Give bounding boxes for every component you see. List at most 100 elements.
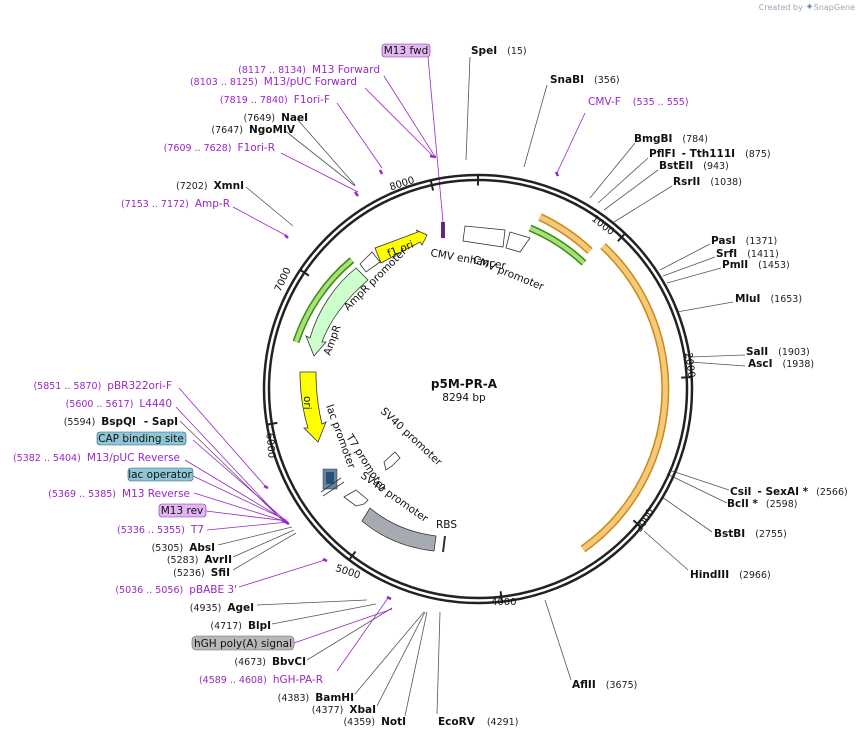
- plasmid-size: 8294 bp: [442, 392, 486, 404]
- enzyme-label: (4383)BamHI: [278, 692, 354, 704]
- enzyme-label: (5236)SfiI: [173, 567, 230, 579]
- primer-marks: [263, 154, 560, 601]
- position-tick: [300, 269, 310, 277]
- plasmid-backbone-outer: [262, 173, 694, 605]
- primer-label: (7819 .. 7840)F1ori-F: [220, 94, 330, 106]
- tick-label-7000: 7000: [273, 266, 294, 294]
- m13-rev-box: [158, 503, 207, 518]
- primer-label: (7153 .. 7172)Amp-R: [121, 198, 230, 210]
- orange-orf-arrow-fill: [581, 244, 668, 552]
- primer-label: (5336 .. 5355)T7: [117, 524, 204, 536]
- m13-rev-label: M13 rev: [161, 505, 204, 517]
- primer-label: (5369 .. 5385)M13 Reverse: [48, 488, 190, 500]
- lac-operator-label: lac operator: [128, 469, 192, 481]
- hgh-polya-box: [191, 635, 295, 651]
- tick-label-1000: 1000: [589, 213, 616, 237]
- enzyme-label: (4673)BbvCI: [234, 656, 306, 668]
- f1-ori-feature: [374, 229, 428, 264]
- position-tick: [632, 519, 642, 528]
- spei-feature-mark: [441, 222, 445, 238]
- enzyme-label: PmlI(1453): [722, 259, 790, 271]
- enzyme-label: PasI(1371): [711, 235, 777, 247]
- orange-orf-small-fill: [538, 214, 592, 253]
- ori-label: ori: [301, 396, 313, 410]
- cmv-promoter-feature: [505, 231, 531, 253]
- primer-label: (5382 .. 5404)M13/pUC Reverse: [13, 452, 180, 464]
- primer-label: (7609 .. 7628)F1ori-R: [164, 142, 275, 154]
- cmv-enhancer-feature: [462, 225, 506, 248]
- m13-fwd-label: M13 fwd: [384, 45, 429, 57]
- ampr-feature: [305, 267, 369, 357]
- sv40-promoter-feature: [343, 489, 369, 507]
- enzyme-label: PflFI- Tth111I(875): [649, 148, 771, 160]
- enzyme-label: MluI(1653): [735, 293, 802, 305]
- position-tick: [348, 550, 357, 561]
- enzyme-label: AflII(3675): [572, 679, 637, 691]
- position-tick: [681, 376, 692, 379]
- position-tick: [267, 421, 278, 426]
- enzyme-label: (4717)BlpI: [210, 620, 271, 632]
- grey-feature: [361, 507, 437, 552]
- primer-label: (5036 .. 5056)pBABE 3': [115, 584, 237, 596]
- tick-label-3000: 3000: [634, 507, 657, 534]
- primer-label: CMV-F(535 .. 555): [588, 96, 689, 108]
- tick-label-4000: 4000: [491, 597, 516, 608]
- primer-label: (8117 .. 8134)M13 Forward: [238, 64, 380, 76]
- rbs-mark: [442, 535, 446, 553]
- enzyme-label: AscI(1938): [748, 358, 814, 370]
- primer-label: (4589 .. 4608)hGH-PA-R: [199, 674, 323, 686]
- green-orf-arrow-fill: [529, 226, 586, 265]
- primer-leader-lines: [175, 56, 586, 672]
- enzyme-label: SnaBI(356): [550, 74, 620, 86]
- cmv-promoter-label: CMV promoter: [471, 254, 546, 294]
- position-tick: [617, 233, 626, 242]
- enzyme-label: (4377)XbaI: [312, 704, 376, 716]
- enzyme-label: BclI *(2598): [727, 498, 797, 510]
- label-leader-lines: [179, 56, 746, 717]
- green-orf-left-fill: [294, 258, 354, 343]
- position-tick: [499, 591, 503, 602]
- position-ticks: [267, 175, 692, 602]
- lac-operator-mark: [326, 472, 334, 484]
- tick-label-6000: 6000: [263, 432, 276, 458]
- credit-brand: SnapGene: [813, 3, 855, 12]
- cap-binding-site-box: [96, 431, 187, 446]
- m13-fwd-box: [381, 43, 431, 58]
- enzyme-label: SalI(1903): [746, 346, 810, 358]
- enzyme-label: (5283)AvrII: [167, 554, 232, 566]
- enzyme-label: (7649)NaeI: [244, 112, 309, 124]
- enzyme-label: BstEII(943): [659, 160, 729, 172]
- primer-labels: CMV-F(535 .. 555) (7819 .. 7840)F1ori-F …: [13, 64, 689, 686]
- ori-feature: [299, 371, 327, 443]
- tick-label-2000: 2000: [682, 352, 696, 379]
- enzyme-labels: SpeI(15) SnaBI(356) BmgBI(784) PflFI- Tt…: [64, 45, 848, 728]
- enzyme-label: (5594)BspQI- SapI: [64, 416, 178, 428]
- enzyme-label: (4935)AgeI: [190, 602, 254, 614]
- snapgene-logo-icon: ✦: [805, 2, 814, 13]
- lac-operator-box: [127, 467, 194, 482]
- primer-label: (5600 .. 5617)L4440: [66, 398, 172, 410]
- snapgene-credit: Created by ✦SnapGene: [759, 2, 855, 13]
- enzyme-label: SpeI(15): [471, 45, 527, 57]
- enzyme-label: (4359)NotI: [343, 716, 406, 728]
- enzyme-label: HindIII(2966): [690, 569, 771, 581]
- boxed-labels: M13 fwd CAP binding site lac operator M1…: [96, 43, 431, 651]
- position-tick: [429, 180, 435, 191]
- cap-binding-site-label: CAP binding site: [98, 433, 184, 445]
- hgh-polya-label: hGH poly(A) signal: [194, 638, 292, 650]
- enzyme-label: BstBI(2755): [714, 528, 787, 540]
- lac-t7-arrows: [320, 477, 345, 497]
- ampr-promoter-feature: [359, 251, 381, 273]
- enzyme-label: BmgBI(784): [634, 133, 708, 145]
- enzyme-label: RsrII(1038): [673, 176, 742, 188]
- primer-label: (8103 .. 8125)M13/pUC Forward: [190, 76, 357, 88]
- primer-label: (5851 .. 5870)pBR322ori-F: [33, 380, 172, 392]
- enzyme-label: CsiI- SexAI *(2566): [730, 486, 848, 498]
- enzyme-label: EcoRV(4291): [438, 716, 518, 728]
- credit-prefix: Created by: [758, 3, 803, 12]
- enzyme-label: (7647)NgoMIV: [211, 124, 295, 136]
- plasmid-name: p5M-PR-A: [431, 377, 498, 391]
- enzyme-label: (7202)XmnI: [176, 180, 244, 192]
- enzyme-label: SrfI(1411): [716, 248, 779, 260]
